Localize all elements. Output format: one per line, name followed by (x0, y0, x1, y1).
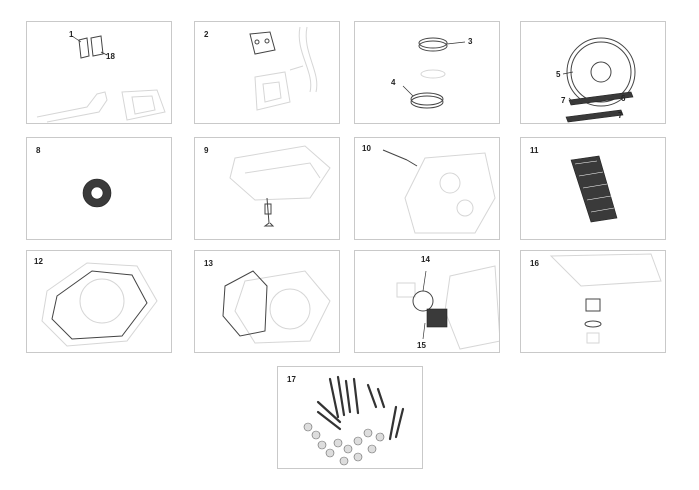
part-panel-13[interactable]: 13 (194, 250, 340, 353)
fuel-tank-sensor-illustration (229, 145, 331, 227)
part-number: 13 (204, 259, 213, 268)
part-number: 9 (204, 146, 209, 155)
part-panel-2[interactable]: 2 (194, 21, 340, 124)
spark-plug-engine-illustration (382, 149, 496, 234)
part-panel-1[interactable]: 1 18 (26, 21, 172, 124)
part-number: 12 (34, 257, 43, 266)
callout-label: 7 (618, 111, 623, 120)
callout-label: 15 (417, 341, 426, 350)
part-panel-8[interactable]: 8 (26, 137, 172, 240)
part-panel-9[interactable]: 9 (194, 137, 340, 240)
front-sprocket-illustration (82, 178, 112, 208)
part-number: 8 (36, 146, 41, 155)
bolt-kit-illustration (303, 375, 405, 466)
part-number: 11 (530, 146, 539, 155)
part-panel-17[interactable]: 17 (277, 366, 423, 469)
callout-label: 7 (561, 96, 566, 105)
oil-drain-plug-illustration (549, 253, 662, 344)
callout-label: 18 (106, 52, 115, 61)
part-number: 2 (204, 30, 209, 39)
part-number: 10 (362, 144, 371, 153)
brake-pads-illustration (36, 35, 166, 123)
part-panel-12[interactable]: 12 (26, 250, 172, 353)
part-panel-16[interactable]: 16 (520, 250, 666, 353)
callout-label: 6 (621, 94, 626, 103)
oil-filter-illustration (396, 265, 499, 350)
air-filter-illustration (570, 155, 618, 223)
part-panel-14[interactable]: 14 15 (354, 250, 500, 353)
part-panel-3[interactable]: 3 4 (354, 21, 500, 124)
brake-caliper-illustration (249, 26, 318, 111)
chain-sprocket-illustration (562, 37, 636, 123)
part-panel-4[interactable]: 5 7 6 7 (520, 21, 666, 124)
clutch-cover-gasket-illustration (41, 262, 158, 347)
callout-label: 14 (421, 255, 430, 264)
part-panel-11[interactable]: 11 (520, 137, 666, 240)
steering-bearings-illustration (402, 37, 466, 109)
part-number: 16 (530, 259, 539, 268)
callout-label: 4 (391, 78, 396, 87)
callout-label: 5 (556, 70, 561, 79)
callout-label: 3 (468, 37, 473, 46)
ignition-cover-gasket-illustration (222, 270, 331, 344)
part-panel-10[interactable]: 10 (354, 137, 500, 240)
part-number: 1 (69, 30, 74, 39)
part-number: 17 (287, 375, 296, 384)
